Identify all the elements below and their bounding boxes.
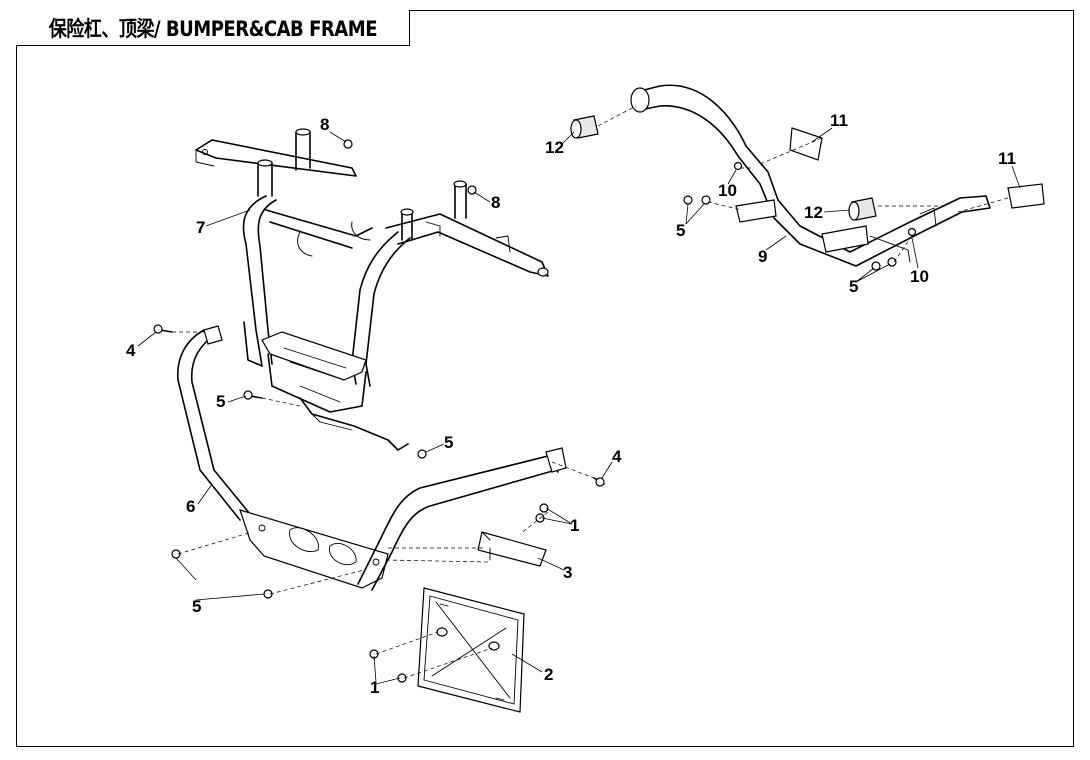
front-bumper-part-6 [177, 325, 567, 591]
callout-6: 6 [186, 497, 195, 516]
bracket-part-3 [477, 531, 547, 567]
end-cap-part-11 [789, 127, 1045, 209]
callout-11-right: 11 [998, 149, 1016, 168]
assembly-lines [172, 105, 1009, 679]
diagram-title: 保险杠、顶梁/ BUMPER&CAB FRAME [48, 16, 377, 41]
callout-4-left: 4 [126, 341, 136, 360]
callout-12-left: 12 [545, 138, 564, 157]
bolts [153, 139, 897, 683]
nut-part-10-b [907, 227, 917, 237]
callout-1-upper: 1 [570, 516, 579, 535]
rubber-bushing-part-12 [570, 115, 877, 221]
callout-11-left: 11 [830, 111, 848, 130]
callout-1-lower: 1 [370, 678, 379, 697]
drawing-border [16, 10, 1074, 747]
callout-5-b: 5 [444, 433, 453, 452]
callout-8-right: 8 [491, 193, 500, 212]
callout-8-left: 8 [320, 115, 329, 134]
callout-9: 9 [758, 247, 767, 266]
leader-lines [137, 127, 1021, 685]
license-plate-part-2 [417, 587, 525, 713]
callout-5-a: 5 [216, 392, 225, 411]
callout-2: 2 [544, 665, 553, 684]
callout-4-right: 4 [612, 447, 622, 466]
nut-part-10-a [733, 161, 743, 171]
cab-frame-part-7 [195, 128, 549, 451]
callout-5-d: 5 [676, 221, 685, 240]
callout-5-c: 5 [192, 597, 201, 616]
callout-7: 7 [196, 218, 205, 237]
callout-labels: 1 1 2 3 4 4 5 5 5 5 5 6 7 8 8 9 10 10 11… [126, 111, 1016, 697]
callout-12-right: 12 [804, 203, 823, 222]
callout-10-right: 10 [910, 267, 929, 286]
callout-5-e: 5 [849, 277, 858, 296]
callout-10-left: 10 [718, 181, 737, 200]
callout-3: 3 [563, 563, 572, 582]
title-block: 保险杠、顶梁/ BUMPER&CAB FRAME [16, 10, 410, 46]
